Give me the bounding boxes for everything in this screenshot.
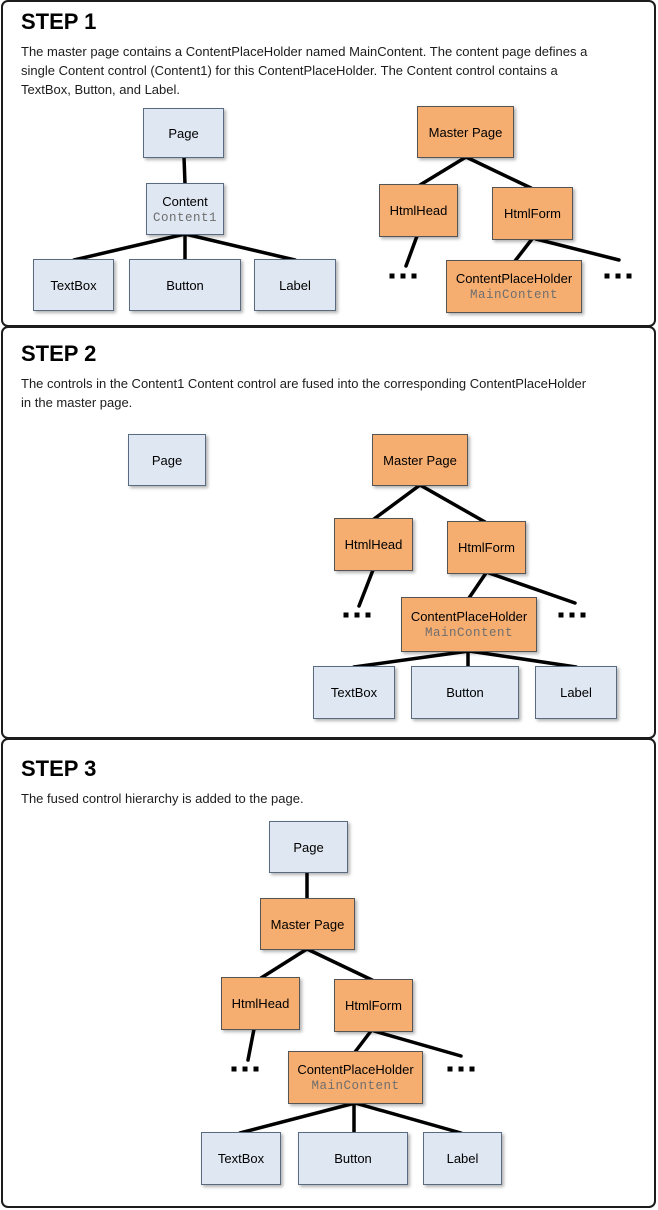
dot [615,273,621,279]
dot [447,1066,453,1072]
node-sublabel: MainContent [469,288,558,302]
ellipsis-dots [447,1066,475,1072]
node-label: Button [166,277,204,293]
node-label: HtmlForm [503,206,562,221]
node-label: HtmlForm [344,998,403,1013]
node-htmlform: HtmlForm [447,521,526,574]
step-3-heading: STEP 3 [21,756,97,781]
node-htmlform: HtmlForm [334,979,413,1032]
node-label: TextBox [217,1151,265,1166]
node-textbox: TextBox [33,259,114,311]
dot [569,612,575,618]
dot [558,612,564,618]
node-sublabel: Content1 [152,210,217,225]
node-htmlhead: HtmlHead [379,184,458,237]
node-htmlform: HtmlForm [492,187,573,240]
node-label: Button [334,1151,372,1166]
dot [343,612,349,618]
node-button: Button [129,259,241,311]
dot [253,1066,259,1072]
dot [354,612,360,618]
node-label: Page [293,839,324,855]
step-3-description: The fused control hierarchy is added to … [21,791,304,806]
node-master-page: Master Page [417,106,514,158]
ellipsis-dots [558,612,586,618]
dot [242,1066,248,1072]
node-label: Page [151,452,183,468]
node-page: Page [143,108,224,158]
node-label: Content [162,193,208,209]
node-label: Label [446,1151,479,1166]
ellipsis-dots [389,273,417,279]
panel-step-3: STEP 3 The fused control hierarchy is ad… [1,738,656,1208]
dot [469,1066,475,1072]
dot [411,273,417,279]
step-1-description: The master page contains a ContentPlaceH… [21,44,588,97]
node-label: Master Page [428,124,503,140]
node-label: Label [560,685,592,700]
node-label: Label [279,277,311,293]
node-sublabel: MainContent [424,626,513,640]
panel-step-1: STEP 1 The master page contains a Conten… [1,0,656,327]
node-button: Button [298,1132,408,1185]
ellipsis-dots [343,612,371,618]
step-1-heading: STEP 1 [21,9,97,34]
node-sublabel: MainContent [311,1079,400,1093]
dot [458,1066,464,1072]
node-master-page: Master Page [260,898,355,950]
node-htmlhead: HtmlHead [334,518,413,571]
node-label: Button [446,685,484,700]
node-label: ContentPlaceHolder [297,1062,414,1077]
node-label: ContentPlaceHolder [410,609,528,624]
node-label: HtmlHead [231,996,290,1011]
ellipsis-dots [231,1066,259,1072]
node-page: Page [128,434,206,486]
node-label: Label [535,666,617,719]
ellipsis-dots [604,273,632,279]
node-htmlhead: HtmlHead [221,977,300,1030]
node-label: Master Page [270,916,345,932]
dot [231,1066,237,1072]
node-textbox: TextBox [201,1132,281,1185]
node-label: ContentPlaceHolder [455,271,573,286]
step-2-description: The controls in the Content1 Content con… [21,376,587,410]
dot [626,273,632,279]
node-master-page: Master Page [372,434,468,486]
node-label: Label [254,259,336,311]
node-label: Label [423,1132,502,1185]
node-label: Master Page [383,452,457,468]
dot [389,273,395,279]
node-label: HtmlForm [457,540,516,555]
dot [365,612,371,618]
dot [604,273,610,279]
node-label: HtmlHead [344,537,403,552]
step-2-heading: STEP 2 [21,341,97,366]
dot [400,273,406,279]
node-label: TextBox [50,277,97,293]
dot [580,612,586,618]
node-label: TextBox [330,685,378,700]
node-label: Page [168,125,199,141]
node-textbox: TextBox [313,666,395,719]
node-label: HtmlHead [389,203,448,218]
node-page: Page [269,821,348,873]
node-button: Button [411,666,519,719]
